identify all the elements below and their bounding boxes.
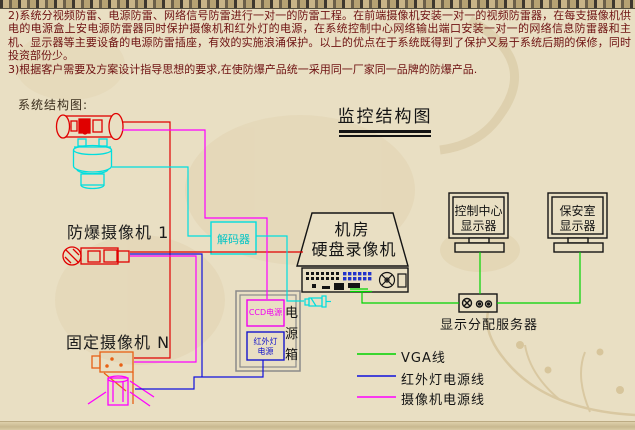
legend-label-camera-power: 摄像机电源线 [401,393,486,408]
ir-power-label-line2: 电源 [257,347,274,356]
video-lines [122,121,303,359]
bottom-frame-border [0,421,635,430]
decoder-lines [112,166,304,302]
server-label: 显示分配服务器 [440,318,539,333]
monitor-left-label-line1: 控制中心 [454,204,503,218]
ccd-power-label: CCD电源 [248,308,283,317]
cameraN-label: 固定摄像机 N [66,333,171,352]
video-connector [304,295,331,308]
intro-text-block: 2)系统分视频防雷、电源防雷、网络信号防雷进行一对一的防雷工程。在前端摄像机安装… [8,9,631,76]
monitor-right-label-line1: 保安室 [559,204,596,218]
dvr-label-line2: 硬盘录像机 [311,240,397,259]
top-frame-border [0,0,635,9]
camera-power-lines [122,129,268,363]
power-box [235,290,301,372]
title-underline [339,130,431,137]
ir-power-box [246,331,285,361]
legend-label-ir-power: 红外灯电源线 [401,373,486,388]
dvr-front-panel-detail [306,271,407,293]
diagram-title: 监控结构图 [337,107,433,127]
vga-lines [361,252,581,304]
monitor-security-room [547,192,608,253]
ccd-power-box [246,299,285,327]
monitor-left-label-line2: 显示器 [460,219,497,233]
monitor-right-label-line2: 显示器 [559,219,596,233]
fixed-camera-N [91,351,134,404]
camera1-label: 防爆摄像机 1 [67,223,170,242]
intro-paragraph-2: 2)系统分视频防雷、电源防雷、网络信号防雷进行一对一的防雷工程。在前端摄像机安装… [8,9,631,63]
infrared-lamp [87,375,155,407]
legend-swatches [357,353,396,398]
decoder-label: 解码器 [217,233,250,246]
intro-paragraph-3: 3)根据客户需要及方案设计指导思想的要求,在使防爆产品统一采用同一厂家同一品牌的… [8,62,478,76]
explosion-proof-camera-1 [55,112,124,141]
monitor-control-center [448,192,509,253]
camera-2 [62,246,130,266]
power-box-label: 电源箱 [284,306,298,363]
legend-label-vga: VGA线 [401,351,446,366]
decoder-box [210,221,257,255]
section-label: 系统结构图: [18,98,89,112]
dvr-label-line1: 机房 [334,220,371,239]
display-distribution-server [458,293,498,313]
ir-power-lines [130,253,264,390]
camera1-mount [72,138,113,190]
ir-power-label-line1: 红外灯 [253,337,278,346]
